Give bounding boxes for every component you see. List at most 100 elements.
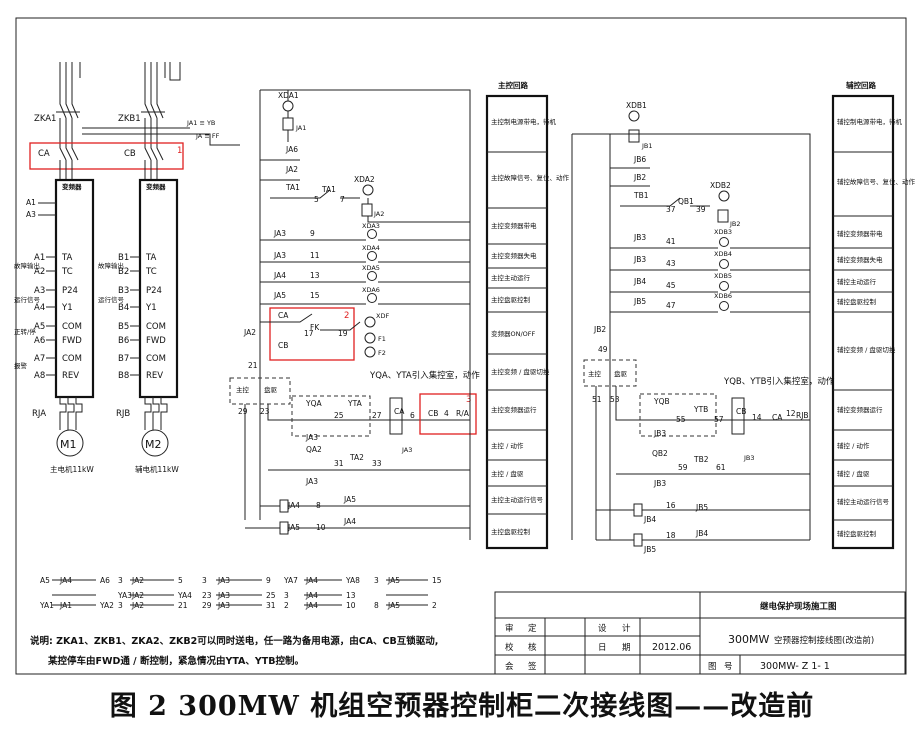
- svg-text:11: 11: [310, 251, 320, 260]
- svg-text:XDB6: XDB6: [714, 292, 732, 300]
- motor-m1-rating: 主电机11kW: [50, 464, 94, 474]
- vfd-b-term: B3: [118, 286, 129, 296]
- svg-text:主控变频器带电: 主控变频器带电: [491, 221, 537, 230]
- svg-text:辅控变频器运行: 辅控变频器运行: [837, 405, 883, 414]
- svg-text:JA5: JA5: [273, 291, 286, 300]
- svg-text:QA2: QA2: [306, 445, 322, 454]
- terminal-cell: 23: [202, 591, 212, 600]
- svg-text:主控主动运行信号: 主控主动运行信号: [491, 495, 544, 504]
- svg-text:JB3: JB3: [653, 429, 666, 438]
- svg-text:辅控故障信号、复位、动作: 辅控故障信号、复位、动作: [837, 177, 916, 186]
- terminal-cell: 2: [284, 601, 289, 610]
- vfd-b-term: B7: [118, 354, 129, 364]
- svg-text:JA ≡ FF: JA ≡ FF: [195, 132, 220, 140]
- svg-text:QB2: QB2: [652, 449, 668, 458]
- svg-text:JA6: JA6: [285, 145, 298, 154]
- main-signal-rows: JA3 9 XDA3 JA3 11 XDA4 JA4 13 XDA5 JA5 1…: [260, 222, 470, 305]
- svg-text:19: 19: [338, 329, 348, 338]
- vfd-a-func: FWD: [62, 336, 82, 346]
- terminal-cell: YA4: [177, 591, 192, 600]
- svg-text:6: 6: [410, 411, 415, 420]
- svg-text:JB4: JB4: [695, 529, 708, 538]
- svg-text:JB5: JB5: [695, 503, 708, 512]
- svg-text:47: 47: [666, 301, 676, 310]
- svg-text:37: 37: [666, 205, 676, 214]
- vfd-a-func: REV: [62, 371, 79, 381]
- svg-text:XDA5: XDA5: [362, 264, 380, 272]
- svg-text:A1: A1: [26, 198, 36, 207]
- svg-text:变频器ON/OFF: 变频器ON/OFF: [491, 329, 536, 338]
- vfd-b-func: Y1: [145, 303, 157, 313]
- side-label-a: 运行信号: [14, 295, 41, 304]
- svg-text:CA: CA: [772, 413, 783, 422]
- svg-text:XDA3: XDA3: [362, 222, 380, 230]
- callout-3: 3: [466, 395, 471, 405]
- svg-text:39: 39: [696, 205, 706, 214]
- svg-text:4: 4: [444, 409, 449, 418]
- vfd-a-box: [54, 178, 95, 399]
- svg-text:TA1: TA1: [285, 183, 300, 192]
- svg-text:61: 61: [716, 463, 726, 472]
- breaker-zka-label: ZKA1: [34, 114, 56, 124]
- svg-text:55: 55: [676, 415, 686, 424]
- svg-text:YTB: YTB: [693, 405, 708, 414]
- svg-text:YTA: YTA: [347, 399, 363, 408]
- vfd-a-func: TA: [61, 253, 73, 263]
- main-panel: 主控回路 主控制电源带电，待机 主控故障信号、复位、动作 主控变频器带电 主控变…: [485, 80, 570, 550]
- svg-text:27: 27: [372, 411, 382, 420]
- terminal-cell: 21: [178, 601, 188, 610]
- terminal-cell: YA1: [39, 601, 54, 610]
- vfd-b-term: B8: [118, 371, 129, 381]
- aux-signal-rows: JB3 41 XDB3 JB3 43 XDB4 JB4 45 XDB5 JB5 …: [610, 228, 810, 313]
- vfd-a-term: A8: [34, 371, 45, 381]
- svg-text:YQB、YTB引入集控室，动作: YQB、YTB引入集控室，动作: [723, 376, 835, 387]
- main-control-circuit: XDA1 JA1 JA6 JA2 TA1 5 TA1 7 XDA2 JA2 JA…: [229, 89, 480, 540]
- svg-text:JB3: JB3: [743, 454, 755, 462]
- svg-text:JB3: JB3: [653, 479, 666, 488]
- svg-text:辅控变频器带电: 辅控变频器带电: [837, 229, 883, 238]
- vfd-a-term: A2: [34, 267, 45, 277]
- vfd-b-func: TC: [145, 267, 157, 277]
- svg-text:JB6: JB6: [633, 155, 646, 164]
- contactor-ca-label: CA: [38, 149, 50, 159]
- svg-text:21: 21: [248, 361, 258, 370]
- side-label-a: 报警: [14, 361, 28, 370]
- terminal-cell: YA2: [99, 601, 114, 610]
- svg-text:F1: F1: [378, 335, 386, 343]
- vfd-a-term: A5: [34, 322, 45, 332]
- svg-text:XDB3: XDB3: [714, 228, 732, 236]
- svg-text:9: 9: [310, 229, 315, 238]
- svg-text:计: 计: [622, 623, 631, 634]
- svg-text:CB: CB: [278, 341, 288, 350]
- side-label-b: 运行信号: [98, 295, 125, 304]
- vfd-b-term: B6: [118, 336, 129, 346]
- aux-control-circuit: XDB1 JB1 JB6 JB2 TB1 37 QB1 39 XDB2 JB2 …: [571, 101, 835, 554]
- terminal-cell: 9: [266, 576, 271, 585]
- svg-text:XDB4: XDB4: [714, 250, 732, 258]
- svg-text:主控 / 动作: 主控 / 动作: [491, 441, 524, 450]
- breaker-zkb: [141, 78, 165, 135]
- notes-line-2: 某控停车由FWD通 / 断控制，紧急情况由YTA、YTB控制。: [47, 655, 304, 667]
- svg-text:主控 / 盘驱: 主控 / 盘驱: [491, 469, 524, 478]
- title-block-date: 2012.06: [652, 642, 691, 653]
- vfd-a-func: Y1: [61, 303, 73, 313]
- vfd-a-term: A6: [34, 336, 45, 346]
- terminal-cell: YA3: [117, 591, 132, 600]
- svg-text:JA3: JA3: [305, 433, 318, 442]
- svg-text:CA: CA: [394, 407, 405, 416]
- motor-m1: [56, 429, 84, 457]
- vfd-b-func: FWD: [146, 336, 166, 346]
- svg-text:53: 53: [610, 395, 620, 404]
- vfd-a-func: COM: [62, 322, 82, 332]
- terminal-cell: YA8: [345, 576, 360, 585]
- svg-text:核: 核: [528, 642, 537, 653]
- svg-text:15: 15: [310, 291, 320, 300]
- svg-text:59: 59: [678, 463, 688, 472]
- svg-text:号: 号: [724, 662, 733, 672]
- relay-rja-label: RJA: [32, 409, 46, 419]
- vfd-b-term: B5: [118, 322, 129, 332]
- svg-text:CB: CB: [428, 409, 438, 418]
- vfd-a-term: A7: [34, 354, 45, 364]
- side-label-a: 正转/停: [14, 327, 36, 336]
- svg-text:FK: FK: [310, 323, 320, 332]
